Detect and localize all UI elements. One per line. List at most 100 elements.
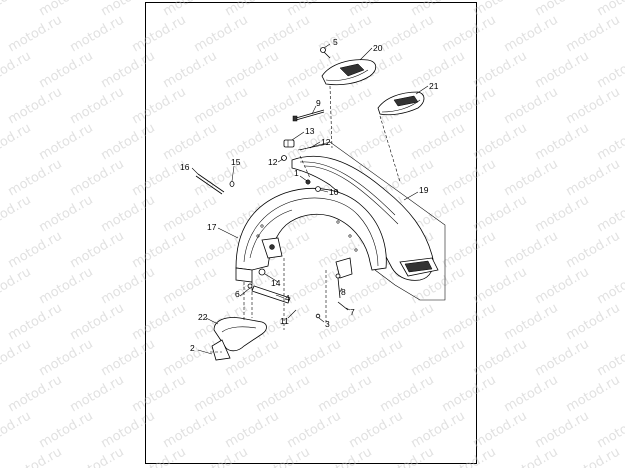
watermark-text: motod.ru [37, 265, 96, 308]
part-17-fender [235, 187, 387, 283]
watermark-text: motod.ru [564, 157, 623, 200]
watermark-text: motod.ru [595, 265, 625, 308]
watermark-text: motod.ru [595, 49, 625, 92]
watermark-text: motod.ru [533, 193, 592, 236]
watermark-text: motod.ru [68, 85, 127, 128]
watermark-text: motod.ru [99, 0, 158, 19]
part-21-lamp [377, 91, 425, 116]
watermark-text: motod.ru [471, 0, 530, 19]
watermark-text: motod.ru [595, 337, 625, 380]
watermark-text: motod.ru [533, 265, 592, 308]
watermark-text: motod.ru [533, 337, 592, 380]
callout-20: 20 [373, 43, 383, 53]
watermark-text: motod.ru [471, 409, 530, 452]
watermark-text: motod.ru [161, 121, 220, 164]
watermark-text: motod.ru [471, 193, 530, 236]
watermark-text: motod.ru [161, 0, 220, 19]
watermark-text: motod.ru [68, 229, 127, 272]
watermark-text: motod.ru [595, 121, 625, 164]
watermark-text: motod.ru [68, 301, 127, 344]
watermark-text: motod.ru [68, 13, 127, 56]
part-14-6-hardware [247, 268, 266, 289]
watermark-text: motod.ru [440, 301, 499, 344]
part-20-cap [321, 59, 377, 86]
watermark-text: motod.ru [471, 49, 530, 92]
watermark-text: motod.ru [223, 0, 282, 19]
callout-4: 4 [285, 293, 290, 303]
callout-13: 13 [305, 126, 315, 136]
watermark-text: motod.ru [564, 445, 623, 468]
part-16-rod [195, 173, 225, 195]
callout-2: 2 [190, 343, 195, 353]
callout-9: 9 [316, 98, 321, 108]
callout-17: 17 [207, 222, 217, 232]
watermark-text: motod.ru [440, 445, 499, 468]
callout-1: 1 [294, 168, 299, 178]
watermark-text: motod.ru [99, 337, 158, 380]
watermark-text: motod.ru [502, 373, 561, 416]
watermark-text: motod.ru [223, 409, 282, 452]
watermark-text: motod.ru [285, 265, 344, 308]
part-4-spacer [251, 285, 291, 304]
callout-leaders [191, 43, 429, 355]
watermark-text: motod.ru [502, 157, 561, 200]
watermark-text: motod.ru [130, 13, 189, 56]
watermark-text: motod.ru [409, 121, 468, 164]
callout-22: 22 [198, 312, 208, 322]
watermark-text: motod.ru [192, 13, 251, 56]
watermark-text: motod.ru [0, 409, 34, 452]
watermark-text: motod.ru [502, 229, 561, 272]
watermark-text: motod.ru [285, 337, 344, 380]
callout-10: 10 [329, 187, 339, 197]
watermark-text: motod.ru [37, 121, 96, 164]
watermark-text: motod.ru [564, 13, 623, 56]
watermark-text: motod.ru [68, 445, 127, 468]
part-3-fastener [315, 313, 321, 319]
watermark-text: motod.ru [471, 265, 530, 308]
watermark-text: motod.ru [6, 85, 65, 128]
watermark-text: motod.ru [254, 373, 313, 416]
part-13-nut [283, 139, 295, 148]
watermark-text: motod.ru [440, 85, 499, 128]
watermark-text: motod.ru [409, 409, 468, 452]
watermark-text: motod.ru [533, 409, 592, 452]
watermark-text: motod.ru [130, 301, 189, 344]
part-19-rail [291, 141, 446, 301]
watermark-text: motod.ru [409, 0, 468, 19]
watermark-text: motod.ru [99, 193, 158, 236]
part-15-washer [229, 181, 235, 187]
watermark-text: motod.ru [347, 409, 406, 452]
watermark-text: motod.ru [533, 49, 592, 92]
watermark-text: motod.ru [6, 157, 65, 200]
callout-11: 11 [280, 316, 289, 326]
watermark-text: motod.ru [99, 409, 158, 452]
watermark-text: motod.ru [6, 13, 65, 56]
watermark-text: motod.ru [6, 373, 65, 416]
watermark-text: motod.ru [0, 0, 34, 19]
callout-3: 3 [325, 319, 330, 329]
watermark-text: motod.ru [347, 337, 406, 380]
watermark-text: motod.ru [37, 409, 96, 452]
callout-16: 16 [180, 162, 190, 172]
watermark-text: motod.ru [316, 85, 375, 128]
watermark-text: motod.ru [6, 229, 65, 272]
watermark-text: motod.ru [471, 337, 530, 380]
watermark-text: motod.ru [192, 445, 251, 468]
callout-8: 8 [341, 287, 346, 297]
watermark-text: motod.ru [37, 337, 96, 380]
callout-19: 19 [419, 185, 429, 195]
watermark-text: motod.ru [533, 0, 592, 19]
watermark-text: motod.ru [254, 13, 313, 56]
watermark-text: motod.ru [378, 373, 437, 416]
watermark-text: motod.ru [285, 0, 344, 19]
watermark-text: motod.ru [0, 49, 34, 92]
watermark-text: motod.ru [99, 265, 158, 308]
watermark-text: motod.ru [130, 85, 189, 128]
assembly-guide-lines [210, 85, 401, 353]
watermark-text: motod.ru [0, 121, 34, 164]
callout-12-lower: 12 [268, 157, 278, 167]
part-5-screw [320, 47, 331, 59]
watermark-text: motod.ru [595, 193, 625, 236]
watermark-text: motod.ru [440, 373, 499, 416]
